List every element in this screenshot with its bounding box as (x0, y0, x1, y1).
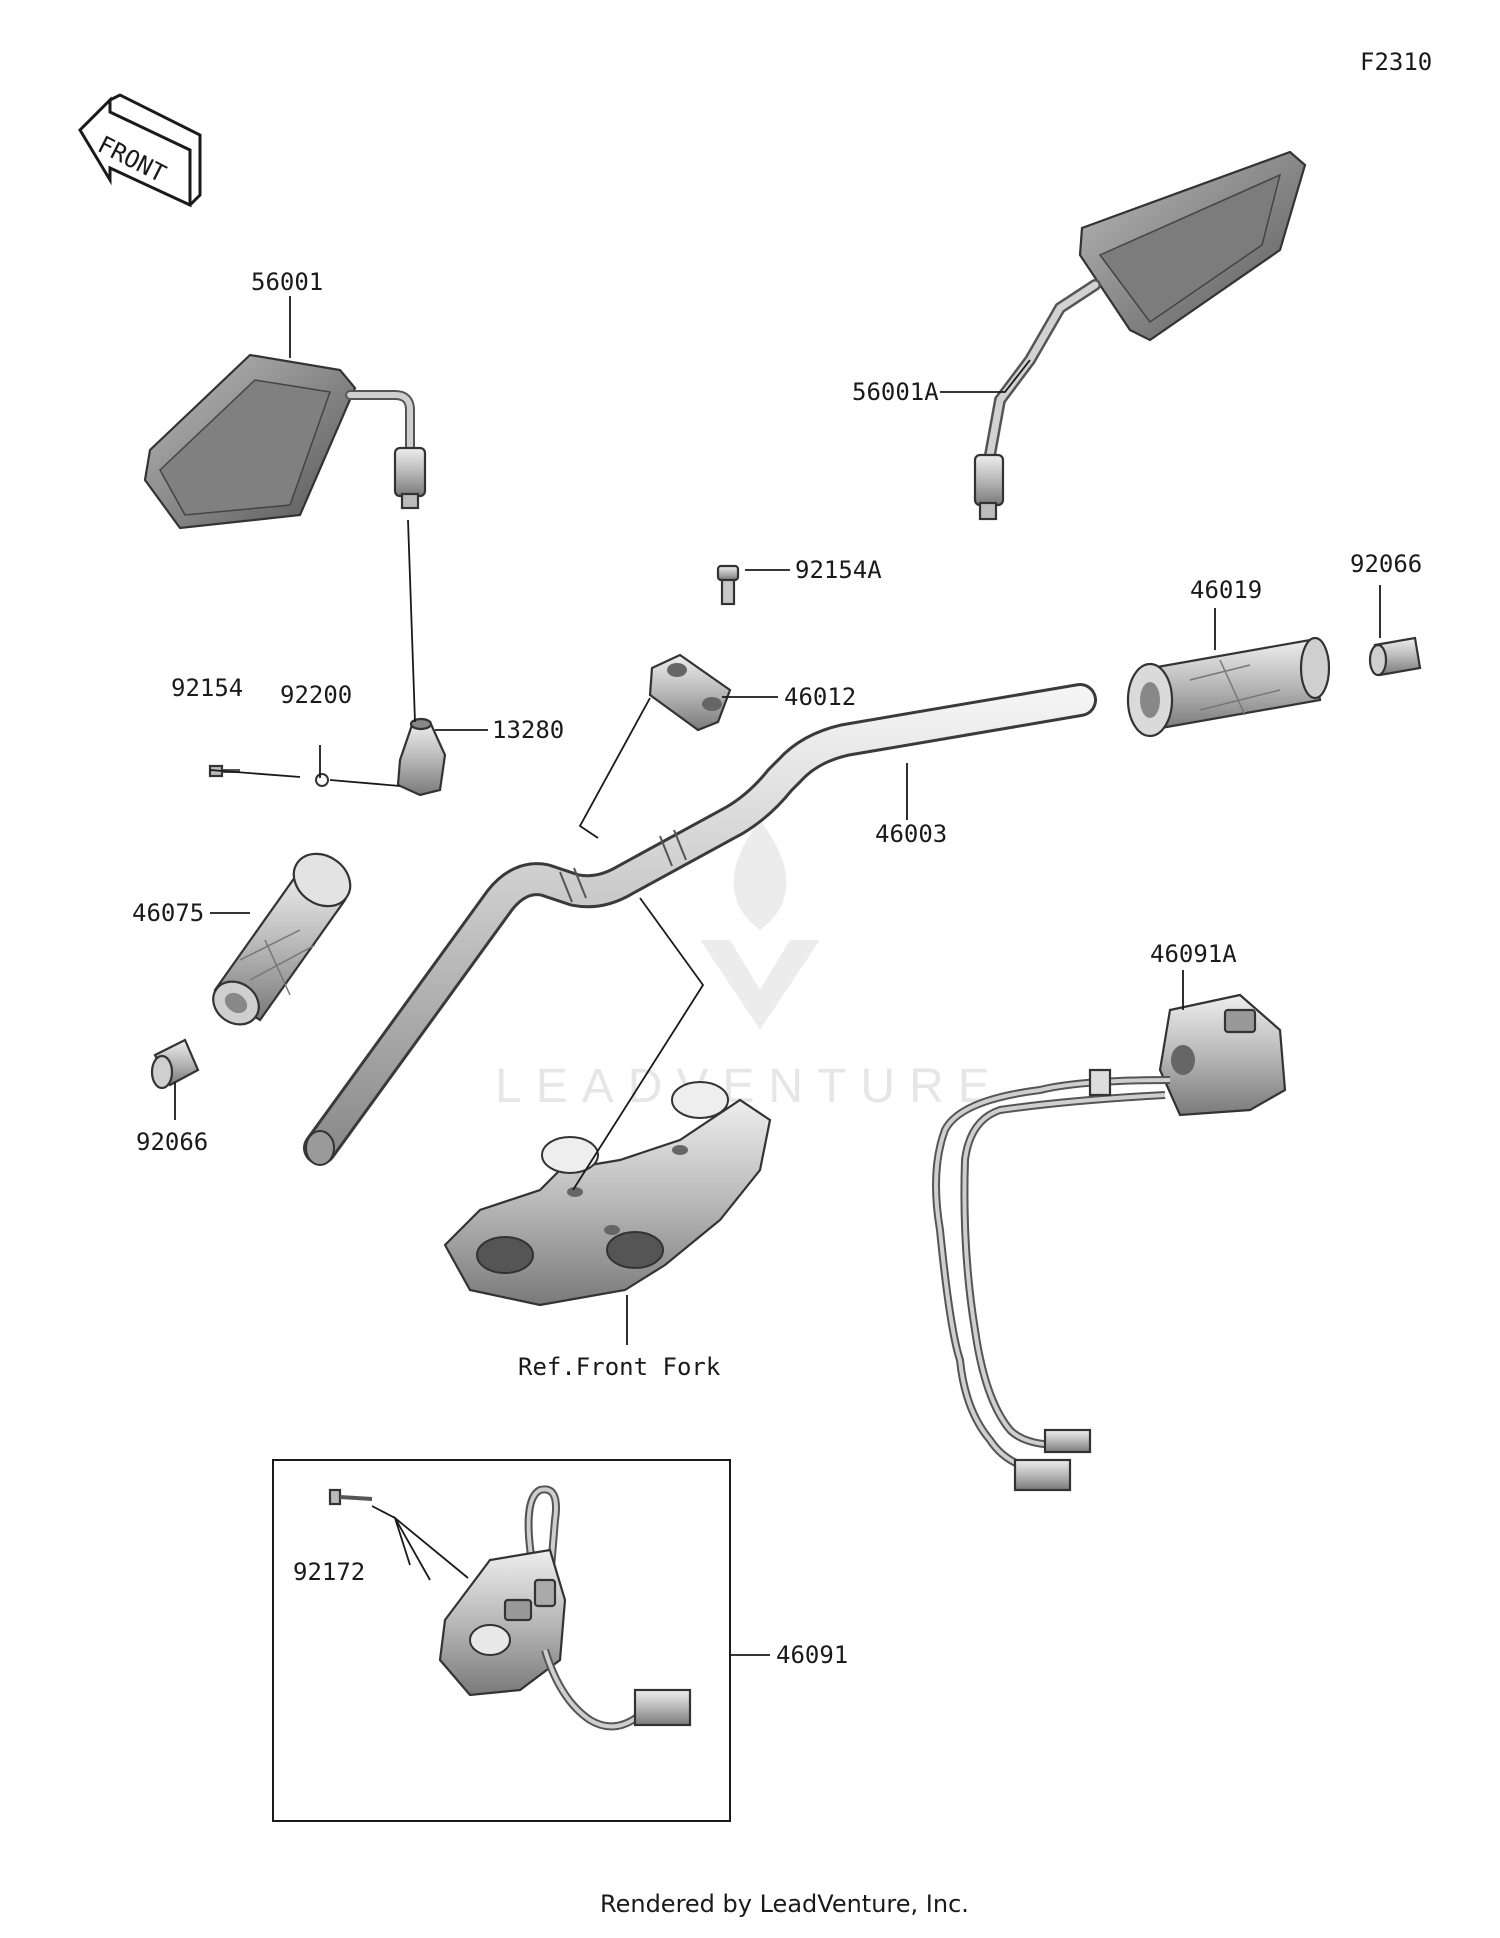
callout-ref-front-fork: Ref.Front Fork (518, 1353, 721, 1381)
front-arrow-icon: FRONT (78, 93, 202, 208)
callout-46019: 46019 (1190, 576, 1262, 604)
bar-end-weight-left (150, 1038, 200, 1090)
bolt-92154a (716, 564, 740, 606)
watermark: LEADVENTURE (495, 820, 990, 1113)
leader-lines (174, 296, 1381, 1656)
callout-46012: 46012 (784, 683, 856, 711)
callout-46091: 46091 (776, 1641, 848, 1669)
footer-credit: Rendered by LeadVenture, Inc. (600, 1890, 969, 1918)
front-fork-top-clamp (443, 1081, 772, 1307)
callout-92200: 92200 (280, 681, 352, 709)
callout-92154a: 92154A (795, 556, 882, 584)
figure-code: F2310 (1360, 48, 1432, 76)
callout-92066-right: 92066 (1350, 550, 1422, 578)
mirror-left (143, 353, 427, 530)
callout-labels: 56001 56001A 92154A 46012 46019 92066 92… (132, 268, 1422, 1669)
callout-56001a: 56001A (852, 378, 939, 406)
bar-end-weight-right (1368, 636, 1422, 677)
callout-92172: 92172 (293, 1558, 365, 1586)
callout-46091a: 46091A (1150, 940, 1237, 968)
callout-92154: 92154 (171, 674, 243, 702)
switch-right-assembly (932, 993, 1287, 1492)
grip-right (1126, 636, 1331, 738)
callout-46003: 46003 (875, 820, 947, 848)
callout-46075: 46075 (132, 899, 204, 927)
inset-box (272, 1459, 731, 1822)
switch-left-assembly (328, 1485, 692, 1731)
handlebar (303, 683, 1097, 1166)
callout-92066-left: 92066 (136, 1128, 208, 1156)
callout-56001: 56001 (251, 268, 323, 296)
mirror-right (973, 150, 1307, 521)
mirror-holder-assembly (208, 717, 447, 797)
callout-13280: 13280 (492, 716, 564, 744)
holder-clamp (648, 653, 732, 732)
grip-left (212, 852, 352, 1026)
